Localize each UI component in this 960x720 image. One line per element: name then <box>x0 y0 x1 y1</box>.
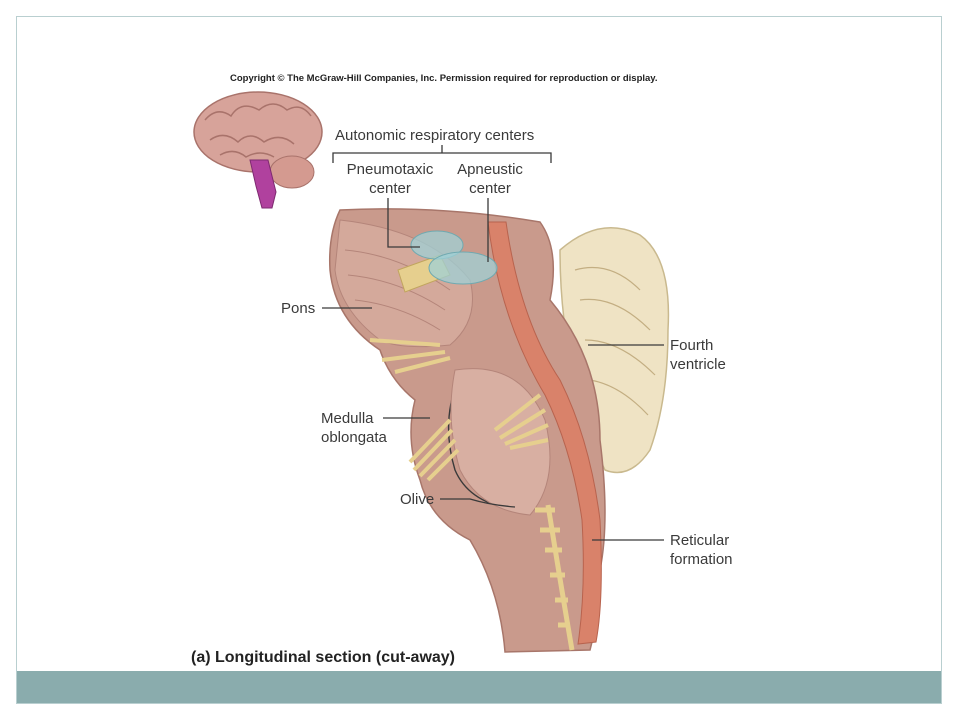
reticular-line1: Reticular <box>670 532 730 549</box>
pneumotaxic-center-label: Pneumotaxic center <box>341 160 439 198</box>
apneustic-center-label: Apneustic center <box>450 160 530 198</box>
autonomic-respiratory-centers-label: Autonomic respiratory centers <box>335 127 535 144</box>
footer-bar <box>17 671 941 703</box>
medulla-line2: oblongata <box>321 429 387 446</box>
medulla-line1: Medulla <box>321 410 374 427</box>
leader-lines <box>322 145 664 541</box>
fourth-ventricle-line2: ventricle <box>670 356 726 373</box>
reticular-formation <box>487 221 602 645</box>
apneustic-center-region <box>428 251 498 285</box>
pneumotaxic-label-line2: center <box>369 180 411 197</box>
brain-thumbnail <box>193 91 323 209</box>
figure-caption: (a) Longitudinal section (cut-away) <box>191 649 456 666</box>
pneumotaxic-label-line1: Pneumotaxic <box>346 161 434 178</box>
olive-label: Olive <box>400 491 435 508</box>
fourth-ventricle-label: Fourth ventricle <box>670 336 726 374</box>
copyright-notice: Copyright © The McGraw-Hill Companies, I… <box>230 73 658 84</box>
fourth-ventricle-line1: Fourth <box>670 337 714 354</box>
apneustic-label-line2: center <box>469 180 511 197</box>
reticular-line2: formation <box>670 551 733 568</box>
pons-label: Pons <box>281 300 316 317</box>
medulla-oblongata-label: Medulla oblongata <box>321 409 387 447</box>
apneustic-label-line1: Apneustic <box>457 161 523 178</box>
reticular-formation-label: Reticular formation <box>670 531 733 569</box>
